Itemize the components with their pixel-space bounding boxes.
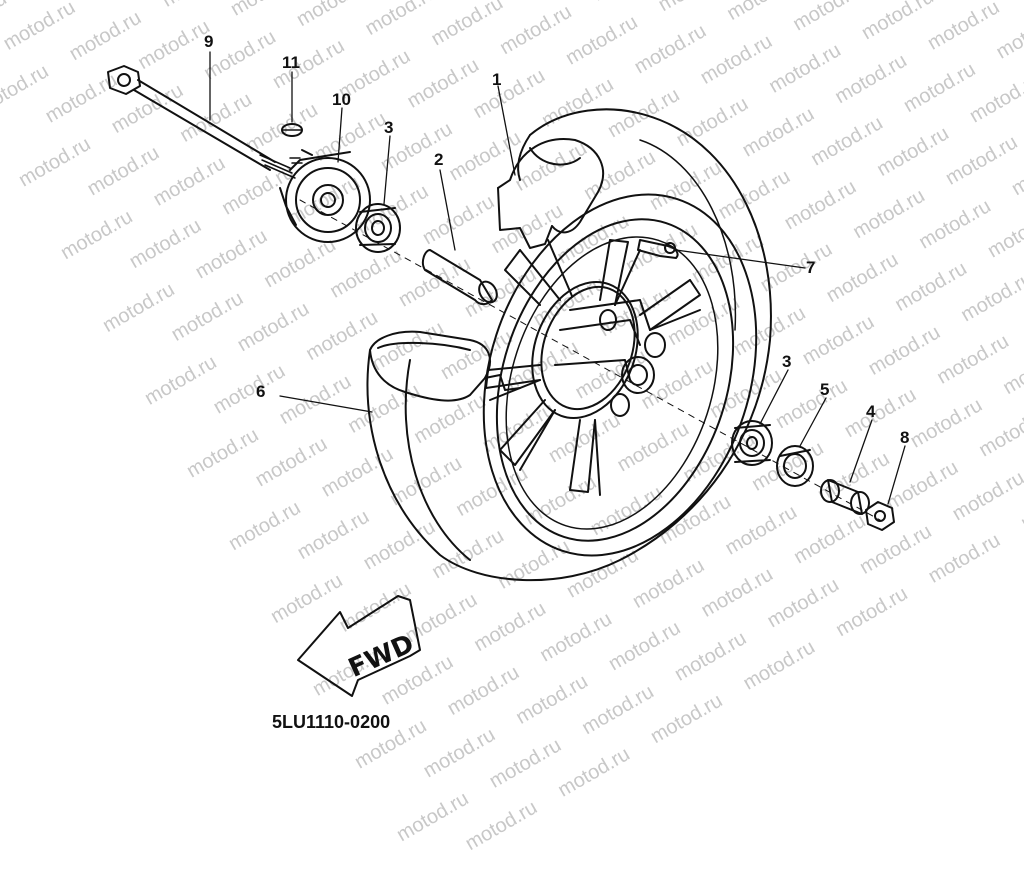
wheel-rim	[439, 159, 801, 591]
callout-7: 7	[806, 258, 816, 277]
nut	[866, 502, 894, 530]
part-code: 5LU1110-0200	[272, 712, 391, 732]
callout-11: 11	[282, 53, 300, 72]
callout-3-left: 3	[384, 118, 394, 137]
leader-lines	[210, 52, 905, 504]
collar	[821, 480, 869, 514]
screw	[282, 124, 302, 163]
speedometer-gear-unit	[280, 150, 370, 242]
callout-5: 5	[820, 380, 830, 399]
callout-10: 10	[332, 90, 351, 109]
callout-4: 4	[866, 402, 876, 421]
bearing-left	[356, 204, 400, 252]
callout-8: 8	[900, 428, 910, 447]
spacer	[423, 250, 500, 306]
fwd-arrow	[298, 596, 420, 696]
callout-9: 9	[204, 32, 214, 51]
callout-1: 1	[492, 70, 502, 89]
diagram-drawing: FWD	[0, 0, 1024, 768]
valve	[638, 240, 678, 258]
callout-2: 2	[434, 150, 444, 169]
callout-3-right: 3	[782, 352, 792, 371]
bearing-right	[732, 421, 772, 465]
axle	[108, 66, 295, 178]
tire	[368, 109, 771, 580]
fwd-label: FWD	[344, 629, 418, 684]
callout-6: 6	[256, 382, 266, 401]
oil-seal	[777, 446, 813, 486]
